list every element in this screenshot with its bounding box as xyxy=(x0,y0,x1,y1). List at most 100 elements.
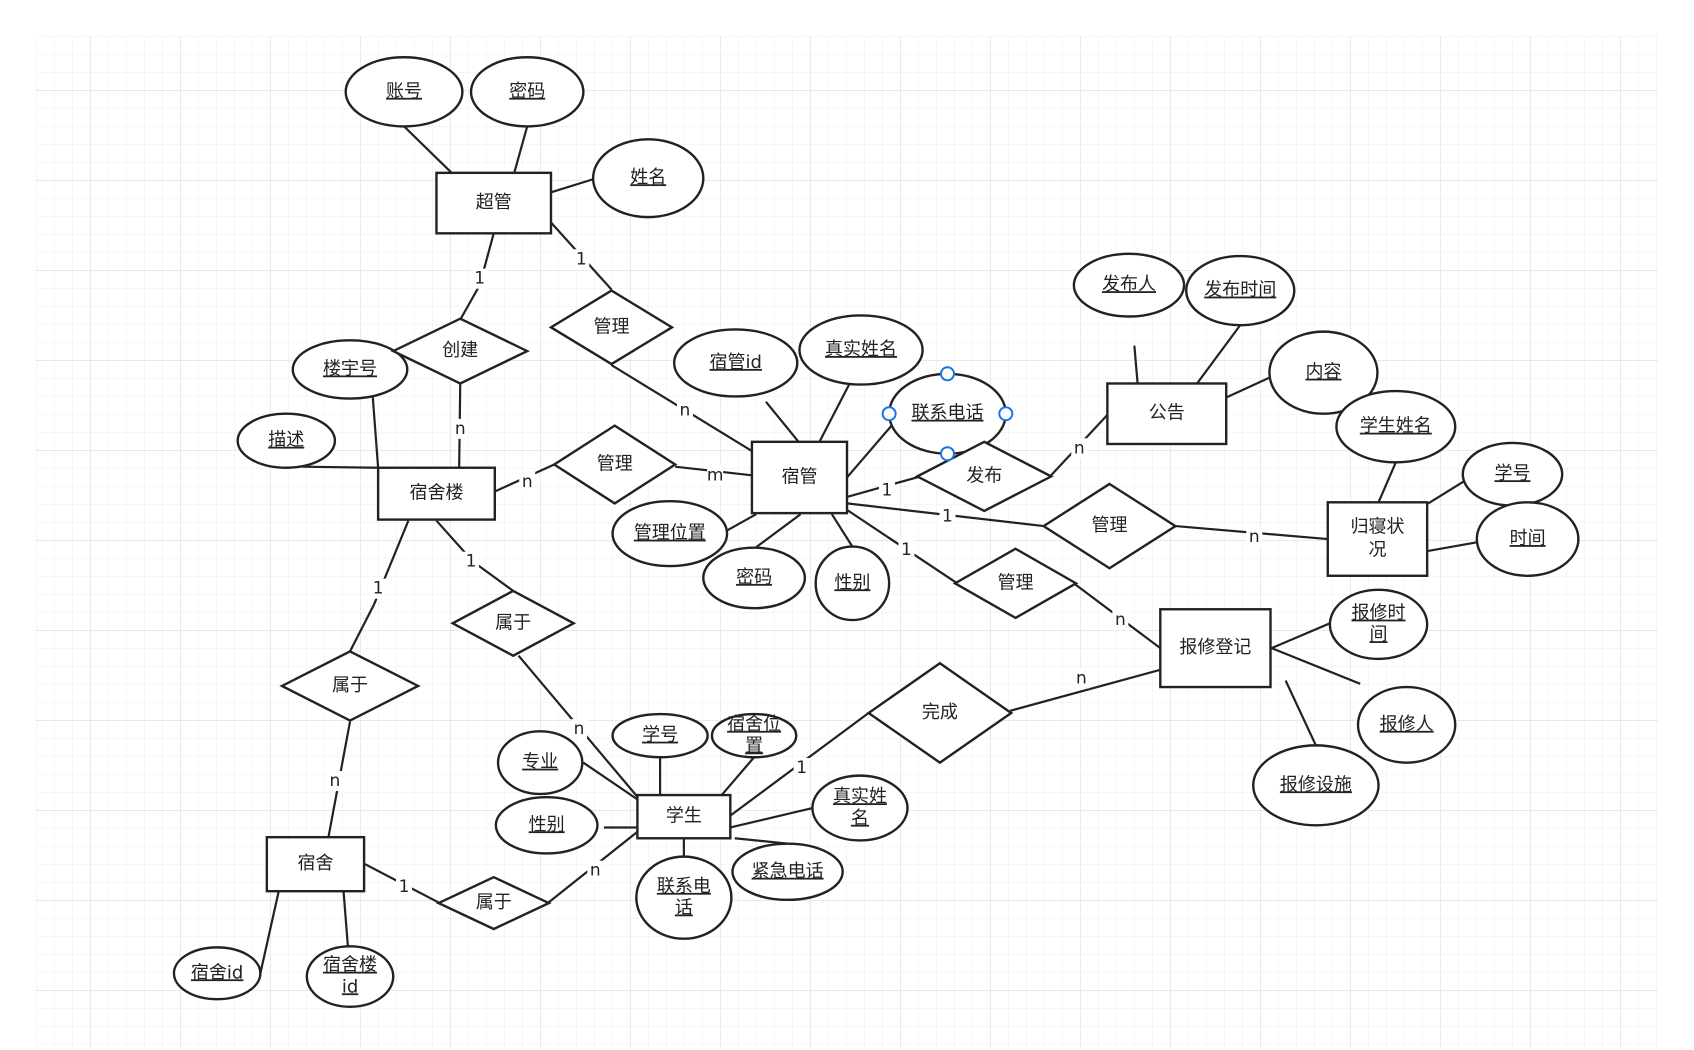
attribute-a_baoxiuren[interactable]: 报修人 xyxy=(1356,685,1457,764)
relationship-diamond[interactable] xyxy=(914,440,1054,513)
attribute-a_miaoshu[interactable]: 描述 xyxy=(236,412,337,469)
relationship-r_shuyu1[interactable]: 属于 xyxy=(450,589,577,658)
attribute-ellipse[interactable] xyxy=(710,712,798,759)
attribute-ellipse[interactable] xyxy=(494,796,599,855)
relationship-diamond[interactable] xyxy=(435,875,552,931)
attribute-ellipse[interactable] xyxy=(236,412,337,469)
attribute-ellipse[interactable] xyxy=(811,774,909,842)
attribute-a_mima2[interactable]: 密码 xyxy=(702,546,807,610)
attribute-a_neirong[interactable]: 内容 xyxy=(1268,330,1379,415)
attribute-ellipse[interactable] xyxy=(1252,744,1380,827)
relationship-r_chuangjian[interactable]: 创建 xyxy=(390,317,530,385)
attribute-a_xuehao1[interactable]: 学号 xyxy=(1461,441,1564,507)
connector-line[interactable] xyxy=(302,465,379,469)
attribute-a_zhenshi2[interactable]: 真实姓名 xyxy=(811,774,909,842)
entity-gonggao[interactable]: 公告 xyxy=(1106,382,1228,446)
entity-box[interactable] xyxy=(1159,608,1272,689)
connector-line[interactable] xyxy=(1377,461,1397,503)
relationship-diamond[interactable] xyxy=(1041,482,1178,570)
connector-line[interactable] xyxy=(753,513,802,550)
relationship-r_guanli2[interactable]: 管理 xyxy=(552,424,678,505)
relationship-r_wancheng[interactable]: 完成 xyxy=(866,661,1014,765)
connector-line[interactable] xyxy=(1196,324,1242,385)
connector-line[interactable] xyxy=(1271,647,1361,685)
entity-baoxiu[interactable]: 报修登记 xyxy=(1159,608,1272,689)
connector-line[interactable] xyxy=(582,761,639,801)
attribute-a_xingbie2[interactable]: 性别 xyxy=(494,796,599,855)
relationship-r_guanli3[interactable]: 管理 xyxy=(1041,482,1178,570)
entity-susheluo[interactable]: 宿舍楼 xyxy=(376,466,497,521)
relationship-r_shuyu2[interactable]: 属于 xyxy=(279,650,421,722)
connector-line[interactable] xyxy=(403,125,453,174)
entity-xuesheng[interactable]: 学生 xyxy=(636,793,732,840)
entity-guiqin[interactable]: 归寝状况 xyxy=(1326,501,1429,577)
attribute-a_shijian[interactable]: 时间 xyxy=(1475,501,1580,577)
attribute-ellipse[interactable] xyxy=(344,56,464,128)
relationship-diamond[interactable] xyxy=(450,589,577,658)
entity-box[interactable] xyxy=(1326,501,1429,577)
attribute-a_baoxiusheshi[interactable]: 报修设施 xyxy=(1252,744,1380,827)
attribute-ellipse[interactable] xyxy=(496,730,584,796)
connector-line[interactable] xyxy=(1009,668,1161,712)
attribute-ellipse[interactable] xyxy=(1356,685,1457,764)
attribute-a_xingbie1[interactable]: 性别 xyxy=(814,545,891,622)
resize-handle[interactable] xyxy=(998,406,1014,422)
entity-box[interactable] xyxy=(750,440,849,515)
attribute-ellipse[interactable] xyxy=(814,545,891,622)
relationship-diamond[interactable] xyxy=(390,317,530,385)
attribute-a_lianxi2[interactable]: 联系电话 xyxy=(635,855,733,940)
attribute-a_baoxiushijian[interactable]: 报修时间 xyxy=(1328,588,1429,661)
entity-box[interactable] xyxy=(265,835,366,893)
entity-chaoguan[interactable]: 超管 xyxy=(435,171,553,235)
relationship-r_shuyu3[interactable]: 属于 xyxy=(435,875,552,931)
connector-line[interactable] xyxy=(371,396,380,468)
resize-handle[interactable] xyxy=(939,446,955,462)
connector-line[interactable] xyxy=(1271,622,1331,650)
attribute-ellipse[interactable] xyxy=(731,842,844,902)
connector-line[interactable] xyxy=(730,806,813,829)
connector-line[interactable] xyxy=(726,513,757,532)
attribute-ellipse[interactable] xyxy=(291,339,409,400)
connector-line[interactable] xyxy=(1284,680,1317,746)
attribute-ellipse[interactable] xyxy=(1475,501,1580,577)
entity-box[interactable] xyxy=(435,171,553,235)
connector-line[interactable] xyxy=(1133,345,1139,384)
attribute-ellipse[interactable] xyxy=(611,500,729,568)
attribute-ellipse[interactable] xyxy=(172,946,262,1001)
entity-suguan[interactable]: 宿管 xyxy=(750,440,849,515)
attribute-ellipse[interactable] xyxy=(1072,252,1186,318)
relationship-diamond[interactable] xyxy=(548,289,675,366)
entity-box[interactable] xyxy=(376,466,497,521)
attribute-ellipse[interactable] xyxy=(469,56,585,128)
attribute-ellipse[interactable] xyxy=(798,314,924,386)
connector-line[interactable] xyxy=(1428,541,1478,553)
attribute-ellipse[interactable] xyxy=(635,855,733,940)
connector-line[interactable] xyxy=(830,513,854,548)
attribute-a_zhanghao[interactable]: 账号 xyxy=(344,56,464,128)
entity-sushe[interactable]: 宿舍 xyxy=(265,835,366,893)
connector-line[interactable] xyxy=(550,177,597,194)
relationship-diamond[interactable] xyxy=(552,424,678,505)
attribute-a_mima1[interactable]: 密码 xyxy=(469,56,585,128)
attribute-a_xingming[interactable]: 姓名 xyxy=(591,138,705,219)
connector-line[interactable] xyxy=(459,284,481,321)
relationship-diamond[interactable] xyxy=(866,661,1014,765)
connector-line[interactable] xyxy=(472,560,514,592)
attribute-a_lianxi1[interactable]: 联系电话 xyxy=(887,372,1008,455)
connector-line[interactable] xyxy=(349,604,375,652)
connector-line[interactable] xyxy=(720,756,755,796)
relationship-r_fabu[interactable]: 发布 xyxy=(914,440,1054,513)
connector-line[interactable] xyxy=(765,401,801,444)
connector-line[interactable] xyxy=(513,126,529,174)
entity-box[interactable] xyxy=(1106,382,1228,446)
attribute-ellipse[interactable] xyxy=(672,328,799,398)
attribute-a_zhuanye[interactable]: 专业 xyxy=(496,730,584,796)
relationship-r_guanli4[interactable]: 管理 xyxy=(952,547,1079,620)
attribute-a_fabuRen[interactable]: 发布人 xyxy=(1072,252,1186,318)
attribute-ellipse[interactable] xyxy=(591,138,705,219)
relationship-r_guanli1[interactable]: 管理 xyxy=(548,289,675,366)
attribute-ellipse[interactable] xyxy=(1185,254,1296,327)
connector-line[interactable] xyxy=(846,422,895,479)
